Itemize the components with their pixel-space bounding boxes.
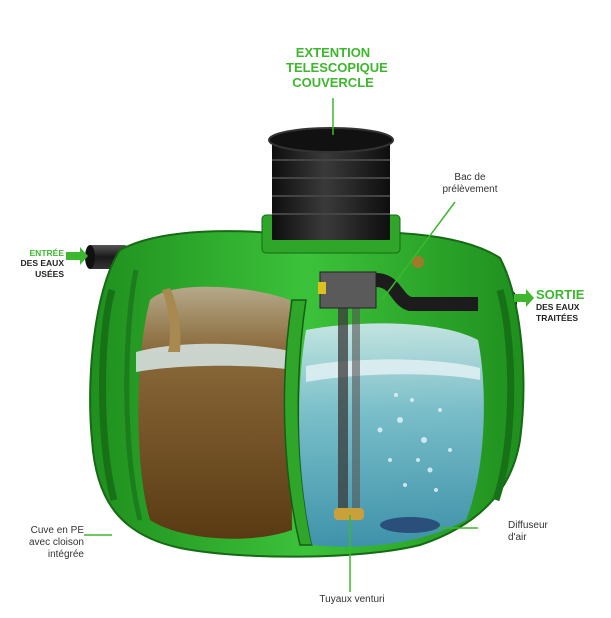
label-outlet: SORTIE DES EAUX TRAITÉES <box>536 287 606 324</box>
right-compartment <box>299 323 484 547</box>
label-tank: Cuve en PE avec cloison intégrée <box>12 525 84 561</box>
label-inlet: ENTRÉE DES EAUX USÉES <box>8 248 64 280</box>
venturi-tube <box>338 300 348 520</box>
air-diffuser <box>380 517 440 533</box>
label-diffuser-line2: d'air <box>508 532 527 543</box>
label-tank-line3: intégrée <box>47 549 84 560</box>
tank-rib-left <box>99 288 118 501</box>
outlet-arrow-icon <box>514 289 534 307</box>
label-outlet-line2: DES EAUX <box>536 302 580 312</box>
label-inlet-line3: USÉES <box>35 269 64 279</box>
left-compartment <box>138 286 292 539</box>
telescopic-chimney <box>272 140 390 240</box>
inlet-arrow-icon <box>66 247 88 265</box>
venturi-foot <box>334 508 364 520</box>
label-sampling-line1: Bac de <box>454 172 486 183</box>
label-outlet-line1: SORTIE <box>536 287 585 302</box>
inlet-pipe-opening <box>85 245 95 269</box>
leader-sampling <box>381 201 456 301</box>
label-sampling: Bac de prélèvement <box>425 172 515 196</box>
yellow-marker <box>318 282 326 294</box>
label-venturi: Tuyaux venturi <box>319 594 385 605</box>
chimney-ribs <box>272 159 390 215</box>
label-inlet-line1: ENTRÉE <box>29 248 64 258</box>
tank-rib-left-inner <box>124 269 143 521</box>
water-surface-right <box>306 359 480 382</box>
inflow-stream <box>162 288 181 352</box>
label-tank-line1: Cuve en PE <box>30 525 84 536</box>
label-extension: EXTENTION TELESCOPIQUE COUVERCLE <box>286 45 388 90</box>
label-extension-line1: EXTENTION <box>295 45 371 60</box>
label-diffuser-line1: Diffuseur <box>508 520 548 531</box>
label-extension-line2: TELESCOPIQUE <box>286 60 388 75</box>
label-inlet-line2: DES EAUX <box>20 258 64 268</box>
venturi-tube-2 <box>352 300 360 520</box>
tank-rib-right <box>492 289 515 502</box>
air-bubbles <box>377 393 452 492</box>
outlet-elbow <box>375 273 478 311</box>
label-extension-line3: COUVERCLE <box>292 75 374 90</box>
brass-cap <box>412 256 424 268</box>
label-outlet-line3: TRAITÉES <box>536 313 579 323</box>
label-diffuser: Diffuseur d'air <box>508 520 578 544</box>
chimney-lid <box>268 127 394 153</box>
sampling-box <box>319 271 377 309</box>
label-tank-line2: avec cloison <box>28 537 84 548</box>
label-sampling-line2: prélèvement <box>442 184 498 195</box>
